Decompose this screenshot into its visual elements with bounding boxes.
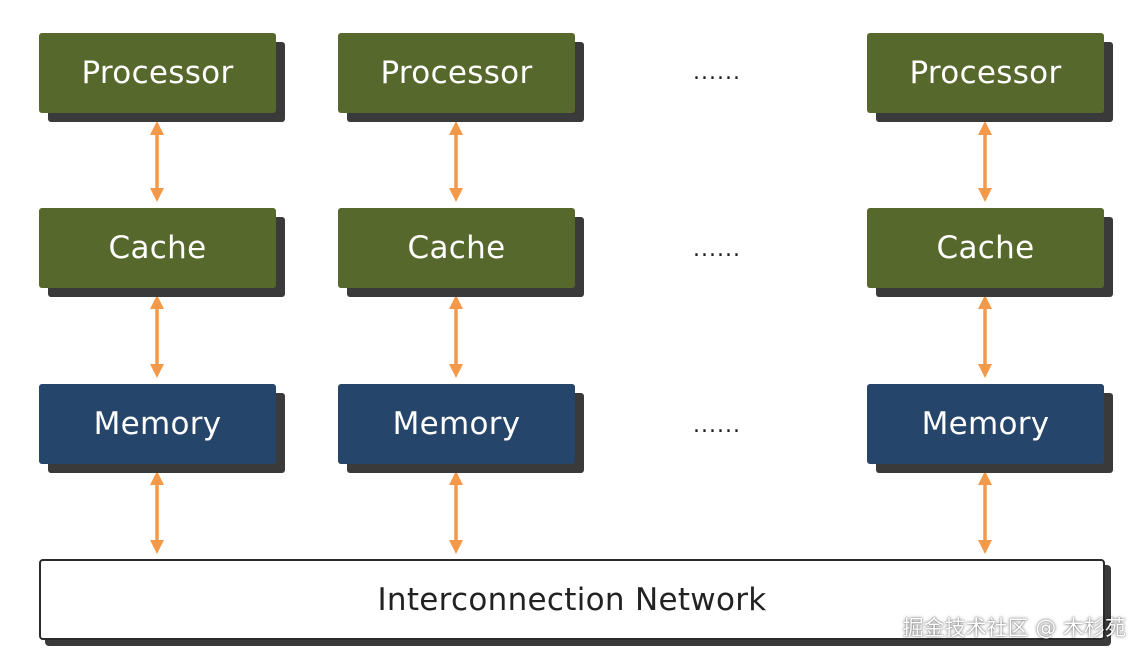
ellipsis-memory-row: ......: [693, 413, 741, 438]
ellipsis-processor-row: ......: [693, 60, 741, 85]
processor-box-3: Processor: [867, 33, 1104, 113]
ellipsis-cache-row: ......: [693, 237, 741, 262]
interconnection-network-label: Interconnection Network: [377, 581, 767, 618]
processor-box-1: Processor: [39, 33, 276, 113]
cache-box-3: Cache: [867, 208, 1104, 288]
cache-box-1: Cache: [39, 208, 276, 288]
memory-label-3: Memory: [921, 406, 1050, 442]
memory-box-1: Memory: [39, 384, 276, 464]
memory-box-2: Memory: [338, 384, 575, 464]
memory-label-1: Memory: [93, 406, 222, 442]
processor-label-3: Processor: [909, 55, 1062, 91]
memory-label-2: Memory: [392, 406, 521, 442]
processor-label-1: Processor: [81, 55, 234, 91]
cache-label-1: Cache: [108, 230, 207, 266]
cache-label-3: Cache: [936, 230, 1035, 266]
processor-box-2: Processor: [338, 33, 575, 113]
memory-box-3: Memory: [867, 384, 1104, 464]
interconnection-network-box: Interconnection Network: [39, 559, 1105, 640]
cache-label-2: Cache: [407, 230, 506, 266]
cache-box-2: Cache: [338, 208, 575, 288]
watermark: 掘金技术社区 @ 木杉苑: [902, 616, 1126, 640]
processor-label-2: Processor: [380, 55, 533, 91]
